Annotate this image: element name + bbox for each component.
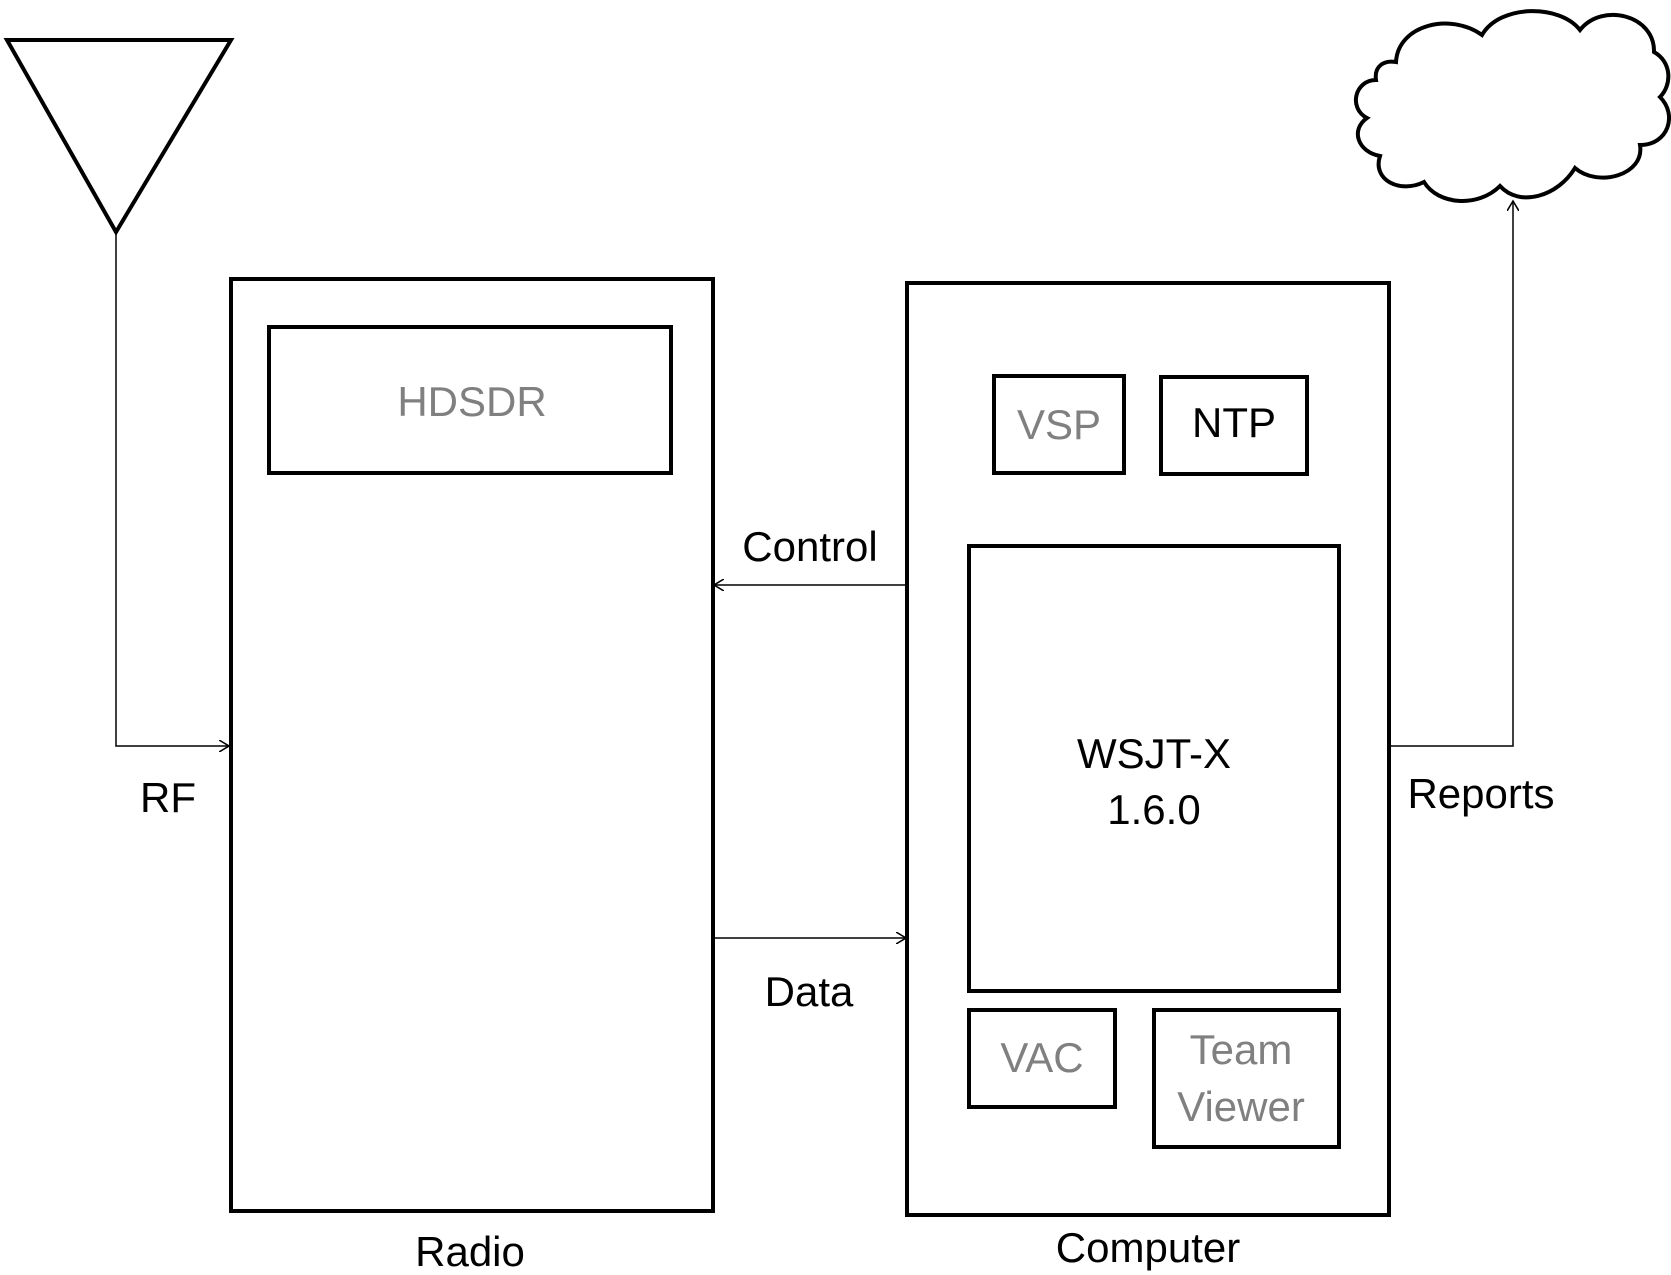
control-label: Control xyxy=(742,523,877,570)
wsjtx-name-label: WSJT-X xyxy=(1077,730,1231,777)
hdsdr-box xyxy=(267,325,673,475)
wsjtx-box xyxy=(967,544,1341,993)
teamviewer-box xyxy=(1152,1008,1341,1149)
computer-label: Computer xyxy=(1056,1224,1240,1271)
hdsdr-label: HDSDR xyxy=(397,378,546,425)
cloud-icon xyxy=(1354,9,1671,203)
vac-label: VAC xyxy=(1000,1034,1083,1081)
antenna-icon xyxy=(3,38,235,236)
ntp-label: NTP xyxy=(1192,399,1276,446)
teamviewer-label-line2: Viewer xyxy=(1177,1083,1305,1130)
radio-box xyxy=(229,277,715,1213)
reports-link-line xyxy=(1389,201,1513,747)
rf-label: RF xyxy=(140,774,196,821)
data-label: Data xyxy=(765,968,854,1015)
rf-link-line xyxy=(115,232,229,746)
antenna xyxy=(3,38,235,236)
ntp-box xyxy=(1159,375,1309,476)
wsjtx-version-label: 1.6.0 xyxy=(1107,786,1200,833)
radio-label: Radio xyxy=(415,1228,525,1275)
vsp-box xyxy=(992,374,1126,475)
vac-box xyxy=(967,1008,1117,1109)
computer-box xyxy=(905,281,1391,1217)
reports-label: Reports xyxy=(1407,770,1554,817)
teamviewer-label-line1: Team xyxy=(1190,1026,1293,1073)
vsp-label: VSP xyxy=(1017,401,1101,448)
